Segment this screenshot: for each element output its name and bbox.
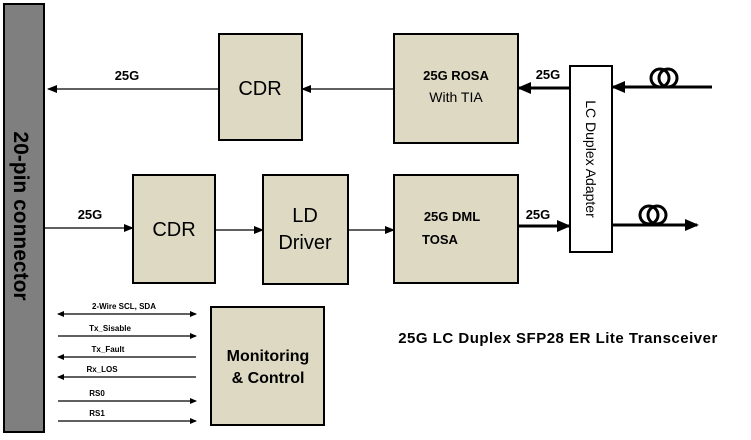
monitoring-label-2: & Control	[232, 370, 305, 387]
rosa-label-2: With TIA	[429, 89, 483, 105]
adapter-label: LC Duplex Adapter	[583, 100, 599, 218]
ld-driver-label-1: LD	[292, 205, 318, 227]
rosa-label-1: 25G ROSA	[423, 68, 489, 83]
signal-label-tx-disable: Tx_Sisable	[89, 324, 131, 333]
connector-20-pin: 20-pin connector	[3, 3, 45, 433]
signal-label-tx-fault: Tx_Fault	[92, 345, 125, 354]
cdr-rx-label: CDR	[238, 78, 281, 100]
cdr-tx-block: CDR	[132, 174, 216, 284]
ld-driver-label-2: Driver	[278, 232, 332, 254]
signal-label-rs1: RS1	[89, 409, 105, 418]
signal-label-rx-los: Rx_LOS	[86, 365, 118, 374]
signal-label-2wire: 2-Wire SCL, SDA	[92, 302, 156, 311]
rate-tx-in: 25G	[78, 207, 103, 222]
rosa-block: 25G ROSA With TIA	[393, 33, 519, 144]
tosa-label-2: TOSA	[422, 232, 458, 247]
rate-tx-out: 25G	[526, 207, 551, 222]
tosa-block: 25G DML TOSA	[393, 174, 519, 284]
monitoring-control-block: Monitoring & Control	[210, 306, 325, 426]
signal-label-rs0: RS0	[89, 389, 105, 398]
cdr-tx-label: CDR	[152, 219, 195, 241]
rate-rx-in: 25G	[536, 67, 561, 82]
fiber-coil-icon-rx	[611, 67, 712, 93]
monitoring-label-1: Monitoring	[227, 348, 310, 365]
control-signals: 2-Wire SCL, SDA Tx_Sisable Tx_Fault Rx_L…	[57, 302, 197, 424]
ld-driver-block: LD Driver	[262, 174, 349, 285]
diagram-title: 25G LC Duplex SFP28 ER Lite Transceiver	[398, 330, 718, 347]
rate-rx-out: 25G	[115, 68, 140, 83]
tosa-label-1: 25G DML	[424, 209, 480, 224]
fiber-coil-icon-tx	[612, 204, 699, 231]
cdr-rx-block: CDR	[218, 33, 303, 141]
connector-label: 20-pin connector	[9, 131, 32, 300]
lc-duplex-adapter: LC Duplex Adapter	[569, 65, 613, 253]
